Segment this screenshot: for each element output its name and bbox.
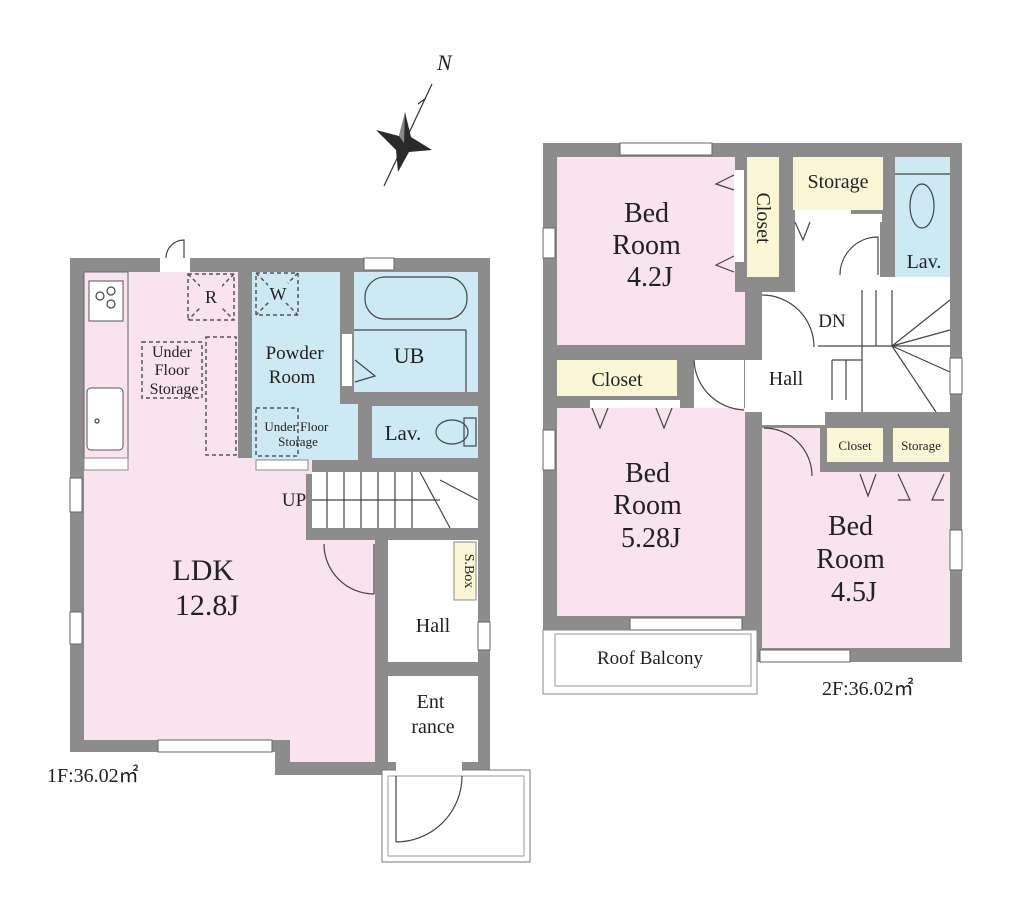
under-floor-storage-label: Under Floor Storage <box>150 344 199 398</box>
toilet-icon <box>435 419 469 445</box>
closet-1 <box>747 157 779 277</box>
storage-2 <box>893 428 949 462</box>
bed-4-5-label: Bed Room 4.5J <box>816 511 891 608</box>
closet-2-label: Closet <box>591 369 643 391</box>
lav-1f-label: Lav. <box>385 421 422 445</box>
sink-icon <box>86 387 124 451</box>
hall-1f-label: Hall <box>416 615 451 637</box>
roof-balcony <box>554 633 752 687</box>
stairs-up-label: UP <box>282 490 306 511</box>
floor-1: R Under Floor Storage W Powder Room Unde… <box>47 239 531 863</box>
floor2-area-label: 2F:36.02㎡ <box>822 676 914 700</box>
room-bed-4-5 <box>762 428 950 648</box>
room-lav-1f <box>372 406 478 458</box>
ub-label: UB <box>394 343 425 368</box>
refrigerator-label: R <box>205 287 217 307</box>
storage-1-label: Storage <box>807 171 868 193</box>
hall-2f-label: Hall <box>769 368 804 390</box>
room-bed-4-2 <box>557 157 745 345</box>
room-entrance <box>388 676 478 762</box>
compass-icon: N <box>376 50 453 187</box>
toilet-icon <box>909 183 935 229</box>
closet-1-label: Closet <box>752 192 774 244</box>
room-ldk <box>84 272 375 762</box>
closet-3-label: Closet <box>838 438 872 453</box>
closet-2 <box>557 360 677 396</box>
room-ub <box>354 272 478 392</box>
bed-5-28-label: Bed Room 5.28J <box>613 458 688 554</box>
ldk-label: LDK 12.8J <box>172 554 241 622</box>
stairs-down-label: DN <box>818 311 846 332</box>
stove-icon <box>88 280 124 322</box>
floor1-area-label: 1F:36.02㎡ <box>47 763 139 787</box>
bed-4-2-label: Bed Room 4.2J <box>612 198 687 293</box>
washer-label: W <box>270 284 287 304</box>
room-lav-2f <box>895 157 950 277</box>
room-powder <box>252 272 358 460</box>
north-label: N <box>436 50 453 75</box>
floor-2: Bed Room 4.2J Closet Storage Lav. D <box>542 142 963 700</box>
entrance-label: Ent rance <box>411 691 454 738</box>
storage-1 <box>793 157 883 210</box>
shoe-box-label: S.Box <box>461 554 476 589</box>
bathtub-icon <box>364 276 468 320</box>
stairs-2f <box>818 290 950 412</box>
under-floor-storage-2-label: Under Floor Storage <box>264 419 331 449</box>
lav-2f-label: Lav. <box>907 251 942 273</box>
shoe-box <box>453 541 477 601</box>
storage-2-label: Storage <box>901 438 941 453</box>
powder-room-label: Powder Room <box>266 343 329 388</box>
roof-balcony-label: Roof Balcony <box>597 648 704 669</box>
closet-3 <box>827 428 883 462</box>
room-bed-5-28 <box>557 408 745 616</box>
